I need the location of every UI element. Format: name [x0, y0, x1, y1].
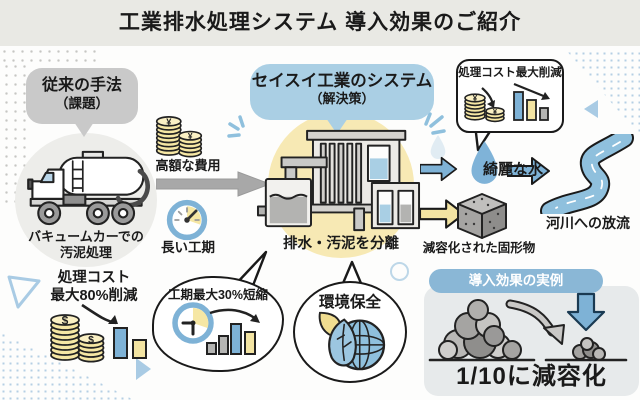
svg-text:$: $: [88, 334, 94, 346]
max-cost-reduction-bubble: 処理コスト最大削減 ¥ ¥: [456, 59, 564, 133]
title-bar: [0, 0, 640, 46]
gauge-icon: [165, 198, 209, 242]
to-river-arrow-icon: [507, 155, 551, 187]
period-30-label: 工期最大30%短縮: [167, 288, 269, 302]
environment-label: 環境保全: [318, 294, 381, 311]
high-cost-label: 高額な費用: [155, 158, 221, 173]
solution-caption: 排水・汚泥を分離: [283, 236, 399, 252]
long-period-label: 長い工期: [161, 240, 215, 255]
solution-bubble-line1: セイスイ工業のシステム: [251, 72, 433, 90]
triangle-outline-icon: [6, 274, 42, 310]
small-droplet-icon: [430, 134, 446, 160]
sparkle-left-icon: [226, 114, 256, 144]
treatment-plant-icon: [256, 126, 422, 236]
svg-text:¥: ¥: [188, 131, 193, 141]
cost-coins-chart-icon: ¥ ¥: [462, 82, 562, 124]
yen-coin-stack-icon: ¥ ¥: [152, 106, 206, 158]
legacy-method-bubble: 従来の手法 （課題）: [26, 68, 138, 124]
svg-text:$: $: [62, 314, 69, 328]
example-panel-caption: 1/10に減容化: [456, 363, 607, 390]
cost-80-label: 処理コスト 最大80%削減: [36, 270, 152, 305]
solid-waste-cube-icon: [456, 192, 508, 240]
truck-caption-line2: 汚泥処理: [59, 244, 112, 260]
legacy-bubble-tail: [74, 122, 94, 137]
solution-bubble: セイスイ工業のシステム （解決策）: [250, 64, 434, 120]
clean-water-arrow-icon: [420, 154, 458, 184]
circle-outline-icon: [390, 262, 409, 281]
water-droplet-icon: [470, 140, 499, 185]
cost-80-line1: 処理コスト: [57, 270, 131, 286]
river-label: 河川への放流: [546, 215, 630, 231]
clean-water-label: 綺麗な水: [482, 161, 543, 178]
environment-bubble: 環境保全: [293, 281, 407, 383]
solution-bubble-line2: （解決策）: [309, 91, 375, 107]
clock-icon: [170, 300, 216, 346]
svg-text:¥: ¥: [493, 107, 498, 116]
svg-text:¥: ¥: [473, 94, 478, 103]
legacy-bubble-line1: 従来の手法: [41, 77, 122, 94]
eco-globe-leaf-icon: [314, 308, 388, 372]
sludge-pile-icon: [428, 292, 634, 364]
page-title: 工業排水処理システム 導入効果のご紹介: [118, 11, 522, 34]
triangle-left-icon: [584, 100, 598, 118]
dot-triangle-top-right: [566, 50, 640, 136]
river-icon: [540, 134, 640, 214]
sparkle-right-icon: [412, 112, 446, 146]
svg-text:¥: ¥: [166, 117, 172, 127]
example-panel-header: 導入効果の実例: [429, 269, 603, 293]
vacuum-truck-icon: [24, 146, 150, 230]
truck-caption: バキュームカーでの 汚泥処理: [20, 229, 152, 261]
solids-arrow-icon: [420, 197, 466, 231]
rising-bar-chart-icon: [206, 304, 266, 356]
triangle-right-icon: [136, 358, 151, 380]
max-cost-reduction-label: 処理コスト最大削減: [458, 67, 562, 79]
solids-label: 減容化された固形物: [422, 241, 536, 255]
dollar-coin-stack-icon: $ $: [48, 302, 152, 364]
truck-caption-line1: バキュームカーでの: [28, 229, 144, 244]
legacy-bubble-line2: （課題）: [55, 95, 109, 111]
flow-right-arrow-icon: [156, 171, 272, 197]
dot-pattern-top-left: [0, 47, 96, 62]
cost-80-line2: 最大80%削減: [50, 287, 138, 304]
